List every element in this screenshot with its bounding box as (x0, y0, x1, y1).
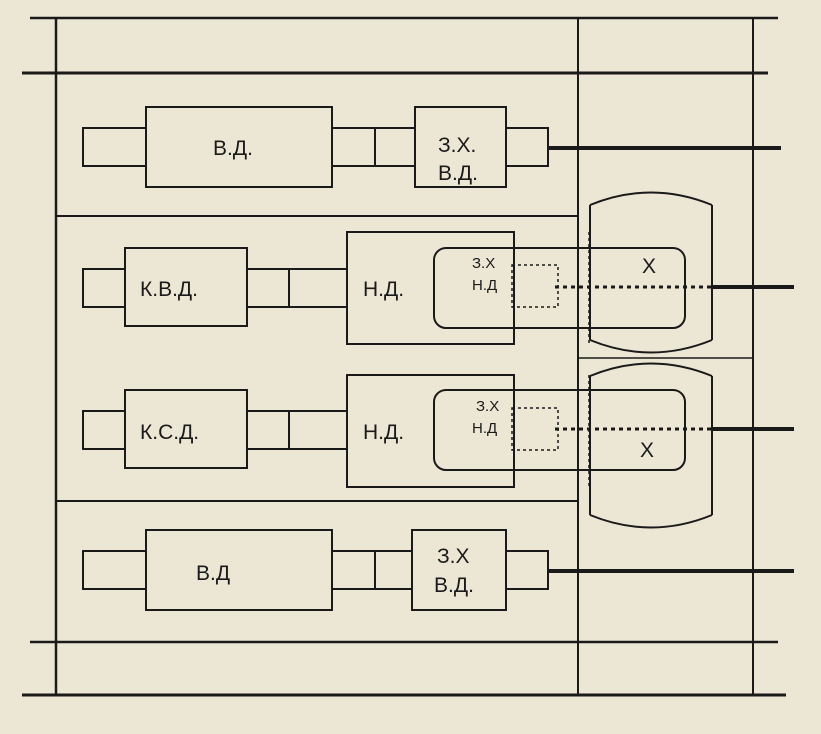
label-vd: В.Д. (213, 137, 253, 160)
label-nd-2: Н.Д. (363, 421, 404, 444)
nd-turbine-1 (346, 231, 515, 345)
label-zx-vd-1a: З.Х. (438, 134, 476, 157)
label-zx-nd-1b: Н.Д (472, 277, 497, 294)
shaft-line-2: Н.Д. К.В.Д. З.Х Н.Д Х (82, 231, 794, 345)
shaft-line-1: В.Д. З.Х. В.Д. (82, 106, 781, 188)
label-vd-bottom: В.Д (196, 562, 230, 585)
label-zx-nd-2b: Н.Д (472, 420, 497, 437)
label-x-1: Х (642, 255, 656, 278)
vd-turbine-2 (145, 529, 333, 611)
condenser-upper (589, 191, 713, 354)
label-zx-vd-1b: В.Д. (438, 162, 478, 185)
frame-lines (22, 16, 786, 697)
label-zx-nd-2a: З.Х (476, 398, 499, 415)
nd-turbine-2 (346, 374, 515, 488)
shaft-line-4: В.Д З.Х В.Д. (82, 529, 794, 611)
label-x-2: Х (640, 439, 654, 462)
shaft-line-3: Н.Д. К.С.Д. З.Х Н.Д Х (82, 374, 794, 488)
label-zx-vd-2a: З.Х (437, 545, 470, 568)
condenser-lower (589, 362, 713, 529)
label-zx-nd-1a: З.Х (472, 255, 495, 272)
zx-vd-gearbox-2 (411, 529, 507, 611)
label-zx-vd-2b: В.Д. (434, 574, 474, 597)
label-kvd: К.В.Д. (140, 278, 198, 301)
label-nd-1: Н.Д. (363, 278, 404, 301)
label-ksd: К.С.Д. (140, 421, 199, 444)
